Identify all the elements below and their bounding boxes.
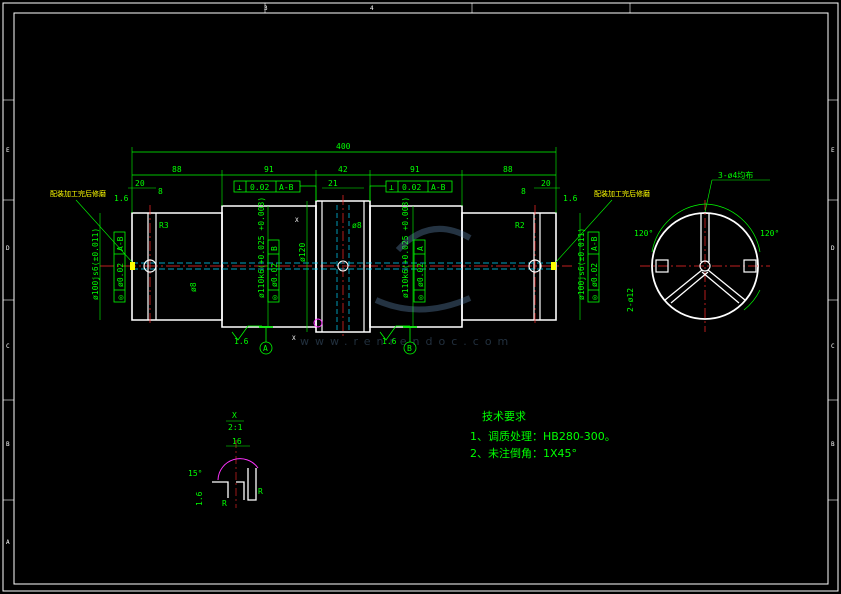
svg-text:0.02: 0.02 bbox=[250, 183, 269, 192]
detail-scale: 2:1 bbox=[228, 423, 243, 432]
callout-left: 配装加工完后修磨 bbox=[50, 189, 106, 198]
tolerance-perp-left: ⊥ 0.02 A-B bbox=[233, 180, 317, 201]
detail-width: 16 bbox=[232, 437, 242, 446]
svg-text:0.02: 0.02 bbox=[402, 183, 421, 192]
notes-line-2: 2、未注倒角：1X45° bbox=[470, 446, 577, 460]
svg-text:A-B: A-B bbox=[116, 236, 125, 251]
collar-hole bbox=[337, 260, 349, 272]
svg-text:A: A bbox=[263, 344, 268, 353]
detail-radius-right: R bbox=[258, 487, 263, 496]
watermark: www.renrendoc.com bbox=[300, 225, 514, 348]
roughness-right: 1.6 bbox=[382, 337, 397, 346]
zone-letter-d: D bbox=[6, 245, 10, 252]
dim-left-journal: 91 bbox=[264, 165, 274, 174]
section-angle-right: 120° bbox=[760, 229, 779, 238]
zone-letter-e: E bbox=[6, 147, 10, 154]
left-center-hole bbox=[143, 259, 157, 273]
svg-text:⊥: ⊥ bbox=[389, 183, 394, 192]
zone-letter-c: C bbox=[6, 343, 10, 350]
svg-text:B: B bbox=[407, 344, 412, 353]
dim-right-journal-diameter: ø110k6(+0.025 +0.003) bbox=[401, 197, 410, 298]
dim-overall-length: 400 bbox=[336, 142, 351, 151]
detail-title: X bbox=[232, 411, 237, 420]
zone-letter-b-right: B bbox=[831, 441, 835, 448]
svg-text:ø0.02: ø0.02 bbox=[270, 263, 279, 287]
dim-collar-width: 21 bbox=[328, 179, 338, 188]
dim-left-end-diameter: ø100js6(±0.011) bbox=[91, 228, 100, 300]
zone-number-4: 4 bbox=[370, 5, 374, 12]
zone-number-3: 3 bbox=[264, 5, 268, 12]
svg-text:◎: ◎ bbox=[416, 295, 425, 300]
zone-letter-a: A bbox=[6, 539, 10, 546]
svg-text:⊥: ⊥ bbox=[237, 183, 242, 192]
zone-letter-b: B bbox=[6, 441, 10, 448]
svg-text:ø0.02: ø0.02 bbox=[116, 263, 125, 287]
svg-text:A: A bbox=[416, 246, 425, 251]
zone-letter-c-right: C bbox=[831, 343, 835, 350]
detail-depth: 1.6 bbox=[195, 491, 204, 506]
tolerance-runout-right-journal: ◎ ø0.02 A bbox=[413, 239, 426, 303]
section-holes-label: 3-ø4均布 bbox=[718, 170, 753, 180]
dim-right-end: 88 bbox=[503, 165, 513, 174]
dim-left-chamfer: R3 bbox=[159, 221, 169, 230]
svg-text:ø0.02: ø0.02 bbox=[590, 263, 599, 287]
view-mark-top: X bbox=[295, 217, 299, 224]
dim-collar: 42 bbox=[338, 165, 348, 174]
zone-letter-e-right: E bbox=[831, 147, 835, 154]
dimension-lines: 400 88 91 42 91 88 20 8 1.6 21 8 20 1.6 … bbox=[91, 142, 586, 346]
svg-text:◎: ◎ bbox=[590, 295, 599, 300]
grind-mark-left bbox=[130, 262, 135, 270]
svg-text:A-B: A-B bbox=[279, 183, 294, 192]
dim-center-hole: ø8 bbox=[352, 221, 362, 230]
svg-text:ø0.02: ø0.02 bbox=[416, 263, 425, 287]
tolerance-runout-right-end: ◎ ø0.02 A-B bbox=[587, 231, 600, 303]
datum-b: B bbox=[403, 326, 417, 355]
zone-letter-d-right: D bbox=[831, 245, 835, 252]
dim-left-shoulder: 20 bbox=[135, 179, 145, 188]
dim-right-groove: 8 bbox=[521, 187, 526, 196]
dim-right-step: 1.6 bbox=[563, 194, 578, 203]
svg-text:◎: ◎ bbox=[116, 295, 125, 300]
notes-heading: 技术要求 bbox=[482, 410, 526, 423]
dim-left-step: 1.6 bbox=[114, 194, 129, 203]
drawing-frame bbox=[13, 12, 829, 585]
dim-collar-diameter: ø120 bbox=[298, 243, 307, 262]
svg-text:B: B bbox=[270, 246, 279, 251]
dim-right-chamfer: R2 bbox=[515, 221, 525, 230]
section-slot-label: 2-ø12 bbox=[626, 288, 635, 312]
svg-text:A-B: A-B bbox=[431, 183, 446, 192]
dim-right-end-diameter: ø100js6(±0.011) bbox=[577, 228, 586, 300]
tolerance-perp-right: ⊥ 0.02 A-B bbox=[369, 180, 453, 201]
svg-text:◎: ◎ bbox=[270, 295, 279, 300]
detail-view-x: X 2:1 16 15° 1.6 R R bbox=[188, 411, 263, 508]
dim-left-end: 88 bbox=[172, 165, 182, 174]
tolerance-runout-left-journal: ◎ ø0.02 B bbox=[267, 239, 280, 303]
datum-a: A bbox=[259, 326, 273, 355]
dim-left-groove: 8 bbox=[158, 187, 163, 196]
view-mark-bottom: X bbox=[292, 335, 296, 342]
notes-line-1: 1、调质处理：HB280-300。 bbox=[470, 430, 616, 443]
tolerance-runout-left-end: ◎ ø0.02 A-B bbox=[113, 231, 126, 303]
watermark-site: www.renrendoc.com bbox=[300, 335, 514, 348]
detail-x-marker bbox=[313, 318, 323, 328]
shaft-front-view bbox=[100, 195, 572, 336]
dim-right-shoulder: 20 bbox=[541, 179, 551, 188]
dim-left-journal-diameter: ø110k6(+0.025 +0.003) bbox=[257, 197, 266, 298]
detail-radius-left: R bbox=[222, 499, 227, 508]
section-view: 3-ø4均布 120° 120° 2-ø12 bbox=[626, 170, 779, 332]
right-center-hole bbox=[528, 259, 542, 273]
dim-axial-hole: ø8 bbox=[189, 282, 198, 292]
callout-right: 配装加工完后修磨 bbox=[594, 189, 650, 198]
detail-angle: 15° bbox=[188, 469, 202, 478]
technical-requirements: 技术要求 1、调质处理：HB280-300。 2、未注倒角：1X45° bbox=[470, 410, 616, 460]
dim-right-journal: 91 bbox=[410, 165, 420, 174]
grind-mark-right bbox=[551, 262, 556, 270]
svg-text:A-B: A-B bbox=[590, 236, 599, 251]
roughness-left: 1.6 bbox=[234, 337, 249, 346]
section-angle-left: 120° bbox=[634, 229, 653, 238]
